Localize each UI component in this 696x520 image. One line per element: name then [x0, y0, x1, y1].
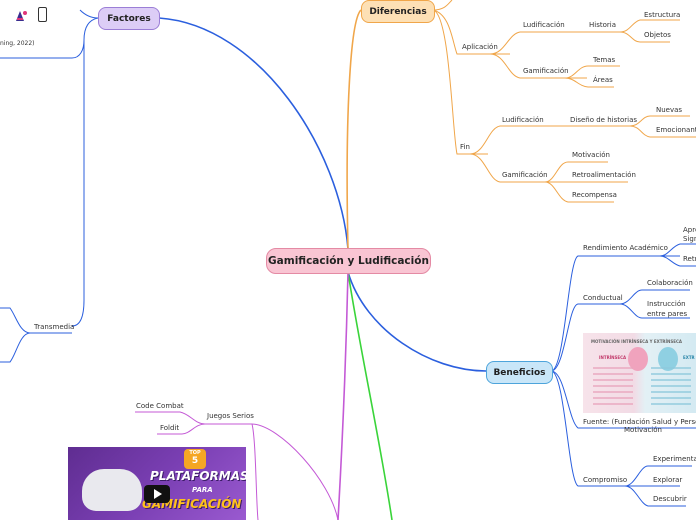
node-descubrir[interactable]: Descubrir — [653, 495, 687, 503]
citation-text: ning, 2022) — [0, 40, 35, 47]
infographic-text-block-right — [651, 367, 691, 407]
mobile-phone-icon[interactable] — [38, 7, 47, 22]
infographic-text-block-left — [593, 367, 633, 407]
node-estructura[interactable]: Estructura — [644, 11, 681, 19]
node-foldit[interactable]: Foldit — [160, 424, 180, 432]
node-code-combat[interactable]: Code Combat — [136, 402, 184, 410]
branch-beneficios — [347, 271, 487, 372]
node-apre[interactable]: Apre — [683, 226, 696, 234]
infographic-figure-right — [658, 347, 678, 371]
branch-factores — [158, 17, 349, 250]
video-title-line2: PARA — [192, 486, 213, 494]
node-gamificacion-fin[interactable]: Gamificación — [502, 171, 548, 179]
play-button[interactable] — [144, 485, 170, 503]
branch-diferencias — [346, 9, 362, 250]
node-colaboracion[interactable]: Colaboración — [647, 279, 693, 287]
gamepad-image — [82, 469, 142, 511]
node-juegos-serios[interactable]: Juegos Serios — [207, 412, 254, 420]
node-fin[interactable]: Fin — [460, 143, 470, 151]
node-gamificacion-aplicacion[interactable]: Gamificación — [523, 67, 569, 75]
node-temas[interactable]: Temas — [593, 56, 616, 64]
motivation-infographic-image[interactable]: MOTIVACIÓN INTRÍNSECA Y EXTRÍNSECA INTRÍ… — [583, 333, 696, 413]
infographic-left-label: INTRÍNSECA — [599, 355, 627, 360]
image-caption-topic: Motivación — [624, 426, 662, 434]
image-caption-source: Fuente: (Fundación Salud y Persona, — [583, 418, 696, 426]
infographic-right-label: EXTR — [683, 355, 695, 360]
topic-diferencias[interactable]: Diferencias — [361, 0, 435, 23]
node-historia[interactable]: Historia — [589, 21, 616, 29]
node-nuevas[interactable]: Nuevas — [656, 106, 683, 114]
node-recompensa[interactable]: Recompensa — [572, 191, 617, 199]
node-experimentar[interactable]: Experimentar — [653, 455, 696, 463]
node-diseno-historias[interactable]: Diseño de historias — [570, 116, 638, 124]
node-transmedia[interactable]: Transmedia — [34, 323, 75, 331]
video-title-line1: PLATAFORMAS — [150, 469, 246, 483]
topic-factores[interactable]: Factores — [98, 7, 160, 30]
node-instruccion-entre-pares[interactable]: Instrucción entre pares — [647, 300, 688, 318]
node-ludificacion-aplicacion[interactable]: Ludificación — [523, 21, 565, 29]
top5-badge: TOP 5 — [184, 449, 206, 469]
node-conductual[interactable]: Conductual — [583, 294, 623, 302]
branch-green — [347, 271, 393, 520]
infographic-figure-left — [628, 347, 648, 371]
branch-purple — [337, 271, 349, 520]
node-retr[interactable]: Retr — [683, 255, 696, 263]
node-motivacion[interactable]: Motivación — [572, 151, 610, 159]
topic-beneficios[interactable]: Beneficios — [486, 361, 553, 384]
play-icon — [154, 489, 162, 499]
node-emocionantes[interactable]: Emocionantes — [656, 126, 696, 134]
node-rendimiento-academico[interactable]: Rendimiento Académico — [583, 244, 668, 252]
infographic-title: MOTIVACIÓN INTRÍNSECA Y EXTRÍNSECA — [591, 339, 682, 344]
node-areas[interactable]: Áreas — [593, 76, 613, 84]
node-explorar[interactable]: Explorar — [653, 476, 683, 484]
video-thumbnail[interactable]: TOP 5 PLATAFORMAS PARA GAMIFICACIÓN — [68, 447, 246, 520]
node-retroalimentacion[interactable]: Retroalimentación — [572, 171, 636, 179]
node-objetos[interactable]: Objetos — [644, 31, 671, 39]
node-compromiso[interactable]: Compromiso — [583, 476, 628, 484]
node-ludificacion-fin[interactable]: Ludificación — [502, 116, 544, 124]
central-topic[interactable]: Gamificación y Ludificación — [266, 248, 431, 274]
node-aplicacion[interactable]: Aplicación — [462, 43, 498, 51]
app-logo-icon[interactable] — [14, 8, 28, 22]
node-signi[interactable]: Signi — [683, 235, 696, 243]
